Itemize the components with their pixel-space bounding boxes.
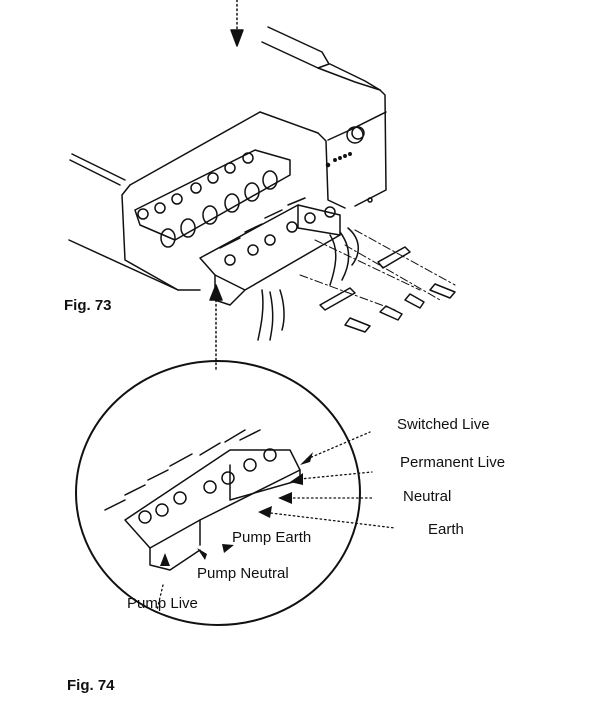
straps-and-screws xyxy=(319,246,456,333)
detail-terminal-strip xyxy=(104,429,301,571)
back-terminal-block xyxy=(134,149,291,248)
label-permanent-live: Permanent Live xyxy=(400,454,506,471)
control-box-housing xyxy=(68,67,387,291)
detail-circle xyxy=(75,360,361,626)
connector-arrow-head xyxy=(209,284,223,301)
label-leaders xyxy=(156,431,396,611)
figure-caption-73: Fig. 73 xyxy=(64,297,112,314)
figure-caption-74: Fig. 74 xyxy=(67,677,115,694)
label-neutral: Neutral xyxy=(403,488,452,505)
label-pump-earth: Pump Earth xyxy=(232,529,312,546)
label-switched-live: Switched Live xyxy=(397,416,490,433)
top-rail xyxy=(261,26,381,91)
label-arrow-heads xyxy=(160,452,313,566)
label-earth: Earth xyxy=(428,521,464,538)
top-arrow-head xyxy=(230,29,244,47)
label-pump-neutral: Pump Neutral xyxy=(197,565,289,582)
label-pump-live: Pump Live xyxy=(127,595,198,612)
screw-guide-lines xyxy=(299,229,456,311)
